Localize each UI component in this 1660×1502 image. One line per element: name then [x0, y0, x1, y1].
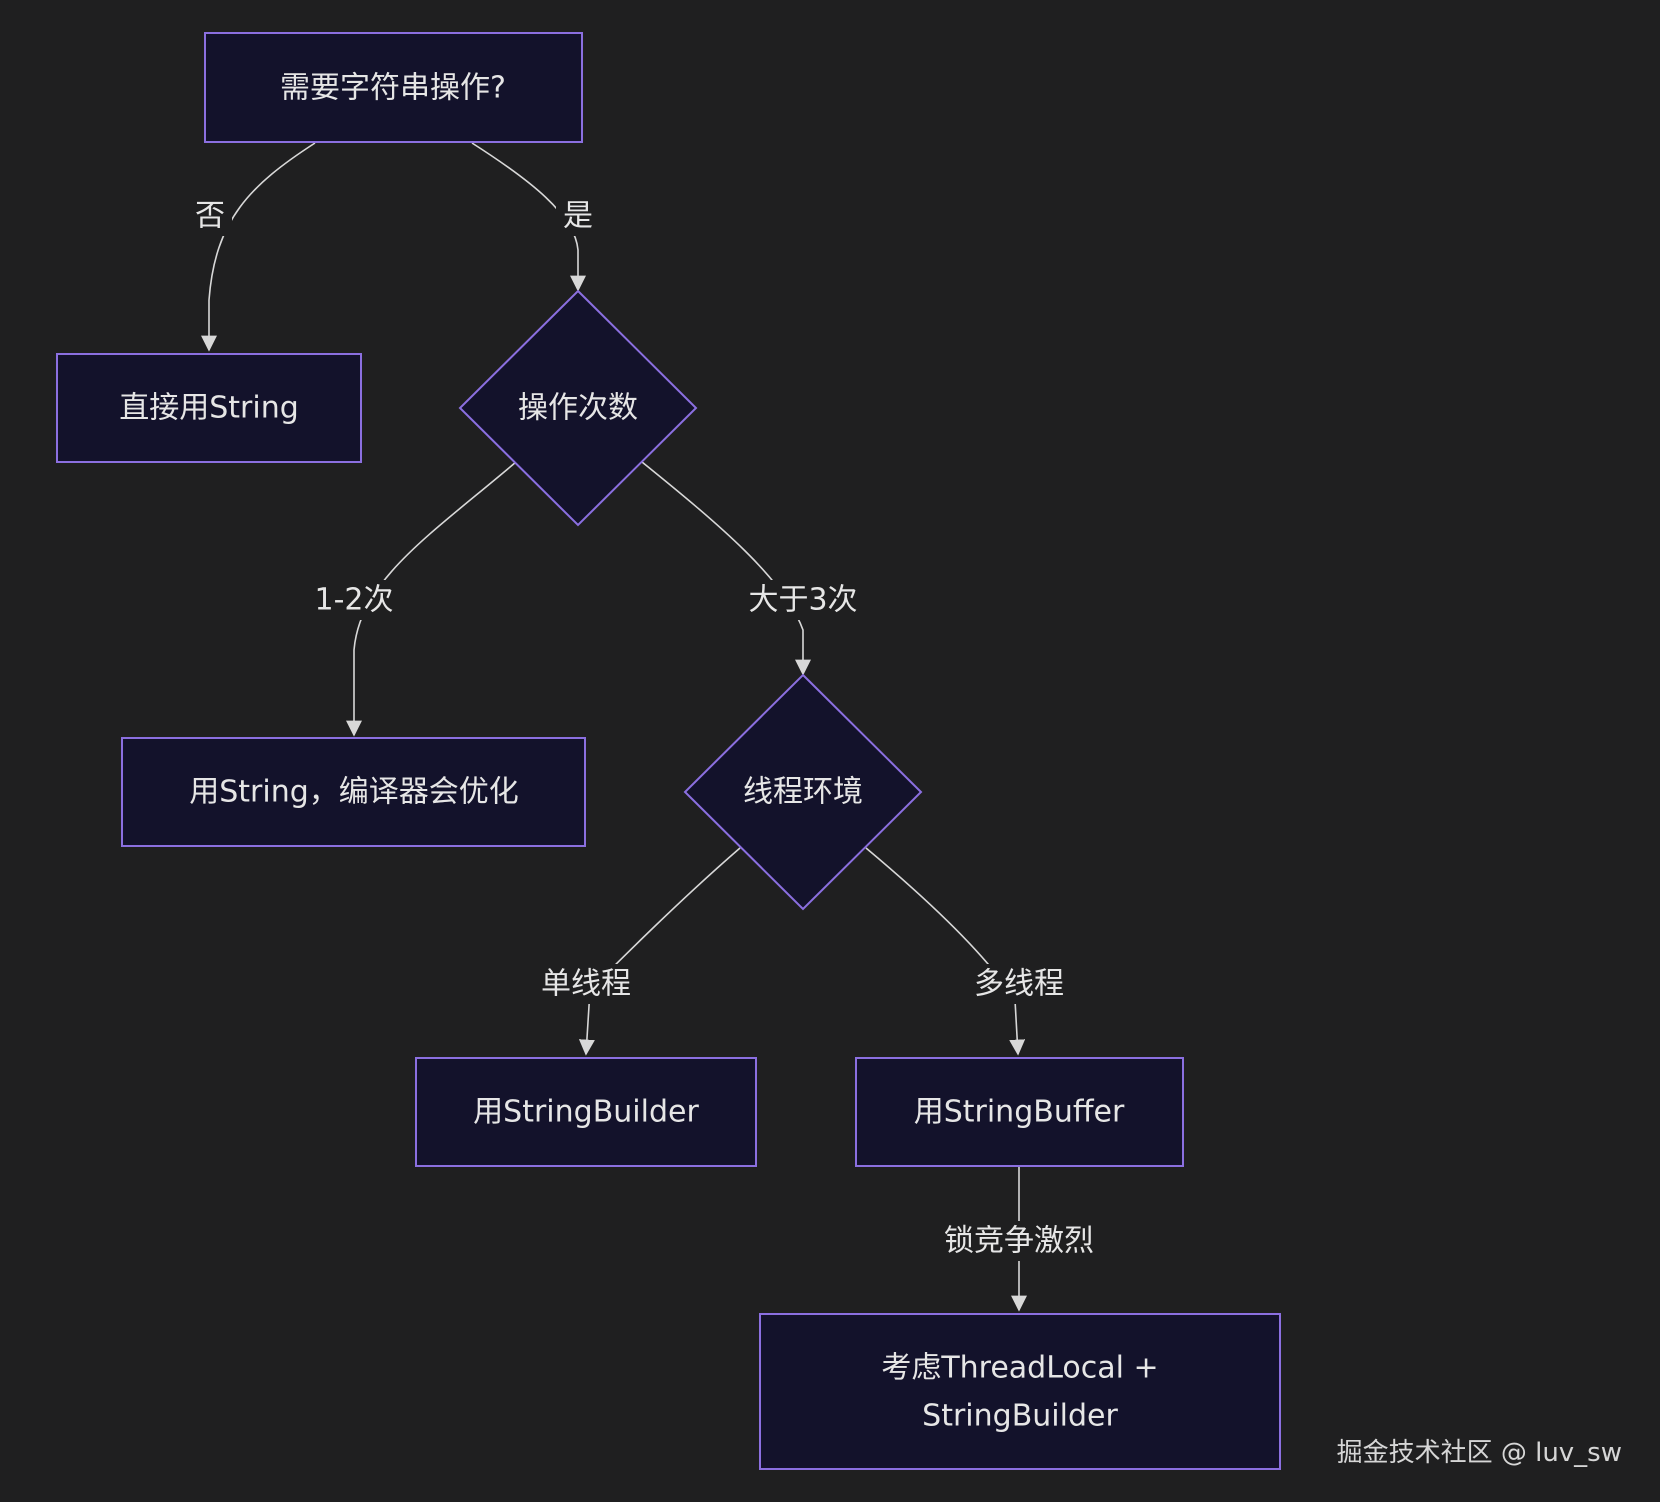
edge-label-multi-text: 多线程	[974, 967, 1064, 1002]
edge-thread-to-builder	[578, 847, 741, 1056]
node-thread-env-text: 线程环境	[743, 775, 863, 810]
node-stringbuffer: 用StringBuffer	[855, 1057, 1184, 1167]
node-threadlocal: 考虑ThreadLocal + StringBuilder	[759, 1313, 1281, 1470]
edge-label-single-text: 单线程	[541, 967, 631, 1002]
node-direct-string-text: 直接用String	[119, 391, 299, 426]
node-thread-env: 线程环境	[683, 673, 923, 911]
edge-label-contention-text: 锁竞争激烈	[944, 1224, 1094, 1259]
node-stringbuffer-text: 用StringBuffer	[914, 1095, 1125, 1130]
edge-label-single: 单线程	[537, 964, 635, 1004]
edge-label-no-text: 否	[195, 199, 225, 234]
node-compiler-optimize: 用String，编译器会优化	[121, 737, 586, 847]
edge-label-yes-text: 是	[563, 199, 593, 234]
edge-start-to-count	[471, 142, 586, 292]
node-direct-string: 直接用String	[56, 353, 362, 463]
node-operation-count: 操作次数	[458, 289, 698, 527]
watermark: 掘金技术社区 @ luv_sw	[1336, 1438, 1622, 1468]
edge-count-to-compiler	[346, 461, 517, 737]
node-stringbuilder: 用StringBuilder	[415, 1057, 757, 1167]
node-start: 需要字符串操作?	[204, 32, 583, 143]
edge-label-many: 大于3次	[742, 580, 864, 620]
edge-count-to-thread	[641, 461, 811, 676]
node-compiler-optimize-text: 用String，编译器会优化	[189, 775, 519, 810]
edge-label-few-text: 1-2次	[315, 583, 394, 618]
node-stringbuilder-text: 用StringBuilder	[473, 1095, 699, 1130]
node-start-text: 需要字符串操作?	[280, 71, 506, 106]
edge-label-few: 1-2次	[310, 580, 398, 620]
node-threadlocal-line2: StringBuilder	[922, 1399, 1118, 1434]
edge-label-yes: 是	[556, 196, 600, 236]
edge-thread-to-buffer	[865, 847, 1026, 1056]
edge-label-multi: 多线程	[970, 964, 1068, 1004]
node-threadlocal-line1: 考虑ThreadLocal +	[881, 1351, 1158, 1386]
node-operation-count-text: 操作次数	[518, 391, 638, 426]
edge-label-contention: 锁竞争激烈	[938, 1221, 1100, 1261]
edge-label-no: 否	[188, 196, 232, 236]
edge-start-to-direct	[201, 142, 316, 352]
edge-label-many-text: 大于3次	[748, 583, 857, 618]
